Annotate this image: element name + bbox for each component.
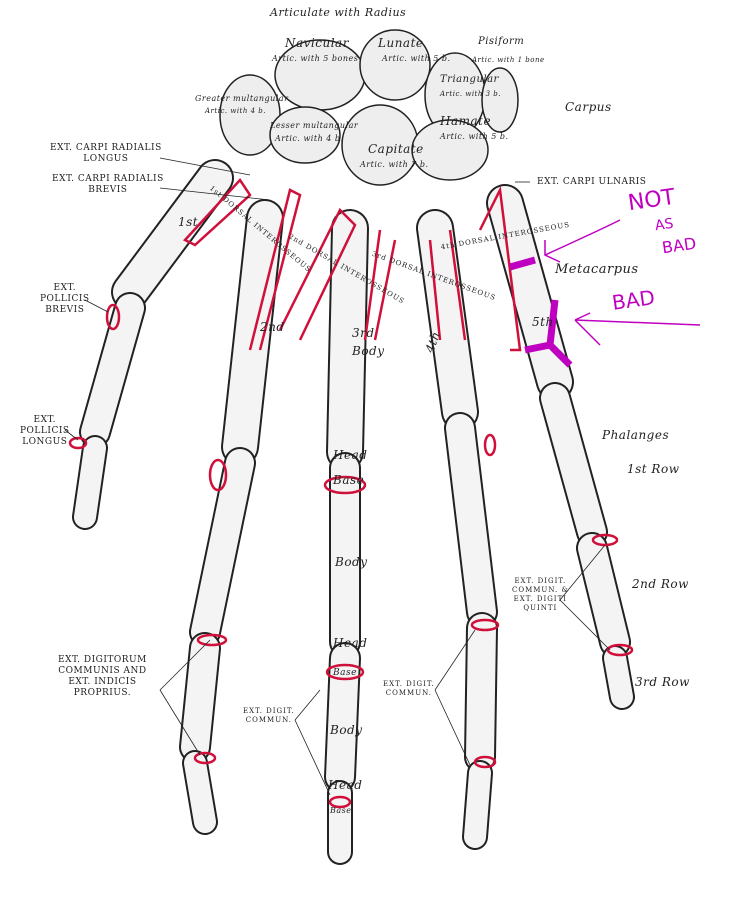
handwritten-bad-2: BAD <box>610 285 657 315</box>
metacarpus-label: Metacarpus <box>555 262 639 277</box>
muscle-attachments <box>68 177 634 809</box>
pisiform-artic-label: Artic. with 1 bone <box>472 56 545 64</box>
little-bone-3 <box>578 534 629 656</box>
metacarpal-body-label: Body <box>352 344 385 358</box>
index-bone-4 <box>184 752 216 833</box>
lesser-multangular-artic-label: Artic. with 4 b. <box>275 134 344 143</box>
pen-annotations <box>509 219 701 368</box>
capitate-label: Capitate <box>368 142 424 156</box>
capitate-artic-label: Artic. with 7 b. <box>360 160 429 169</box>
metacarpal-2-label: 2nd <box>260 320 285 334</box>
navicular-label: Navicular <box>285 36 349 50</box>
ext-digit-commun-label-1: EXT. DIGIT.COMMUN. <box>243 707 295 724</box>
middle-bone-1 <box>328 211 367 469</box>
index-bone-2 <box>191 449 254 646</box>
navicular-artic-label: Artic. with 5 bones <box>272 54 359 63</box>
row-1-label: 1st Row <box>627 462 680 476</box>
hamate-label: Hamate <box>440 114 492 128</box>
middle-phalanx-body-label: Body <box>330 723 363 737</box>
proximal-phalanx-base-label: Base <box>333 473 365 487</box>
greater-multangular-label: Greater multangular <box>195 94 289 103</box>
carpal-bones <box>219 29 519 186</box>
thumb-bone-3 <box>74 437 106 528</box>
ext-carpi-ulnaris-label: EXT. CARPI ULNARIS <box>537 177 647 187</box>
little-bone-2 <box>541 384 606 546</box>
bones <box>72 159 635 865</box>
metacarpal-3-label: 3rd <box>352 326 375 340</box>
handwritten-bad-1: BAD <box>660 233 698 258</box>
lunate-artic-label: Artic. with 5 b. <box>382 54 451 63</box>
carpus-label: Carpus <box>565 100 612 114</box>
thumb-bone-2 <box>81 294 144 446</box>
row-3-label: 3rd Row <box>635 675 690 689</box>
metacarpal-5-label: 5th <box>532 315 554 329</box>
ring-bone-2 <box>446 414 496 626</box>
triangular-label: Triangular <box>440 74 499 85</box>
little-bone-4 <box>604 647 633 708</box>
row-2-label: 2nd Row <box>632 577 689 591</box>
index-bone-1 <box>223 201 282 464</box>
middle-phalanx-head-label: Head <box>328 778 363 792</box>
greater-multangular-artic-label: Artic. with 4 b. <box>205 107 266 115</box>
middle-phalanx-base-label: Base <box>333 668 357 678</box>
little-bone-1 <box>488 186 572 399</box>
triangular-artic-label: Artic. with 3 b. <box>440 90 501 98</box>
metacarpal-1-label: 1st <box>178 215 199 229</box>
phalanges-label: Phalanges <box>602 428 670 442</box>
hamate-artic-label: Artic. with 5 b. <box>440 132 509 141</box>
handwritten-as: AS <box>653 215 675 235</box>
proximal-phalanx-head-label: Head <box>333 636 368 650</box>
thumb-bone-1 <box>113 161 232 309</box>
distal-phalanx-base-label: Base <box>330 806 352 815</box>
metacarpal-head-label: Head <box>333 448 368 462</box>
articulate-with-radius-label: Articulate with Radius <box>270 6 407 19</box>
lunate-label: Lunate <box>378 36 424 50</box>
ring-bone-4 <box>464 762 491 848</box>
ext-digit-commun-label-2: EXT. DIGIT.COMMUN. <box>383 680 435 697</box>
proximal-phalanx-body-label: Body <box>335 555 368 569</box>
lesser-multangular-label: Lesser multangular <box>270 121 359 130</box>
index-bone-3 <box>181 634 219 761</box>
pointer-lines <box>64 157 611 796</box>
ring-bone-1 <box>418 211 477 429</box>
ring-bone-3 <box>466 614 496 771</box>
pisiform-label: Pisiform <box>478 36 525 47</box>
